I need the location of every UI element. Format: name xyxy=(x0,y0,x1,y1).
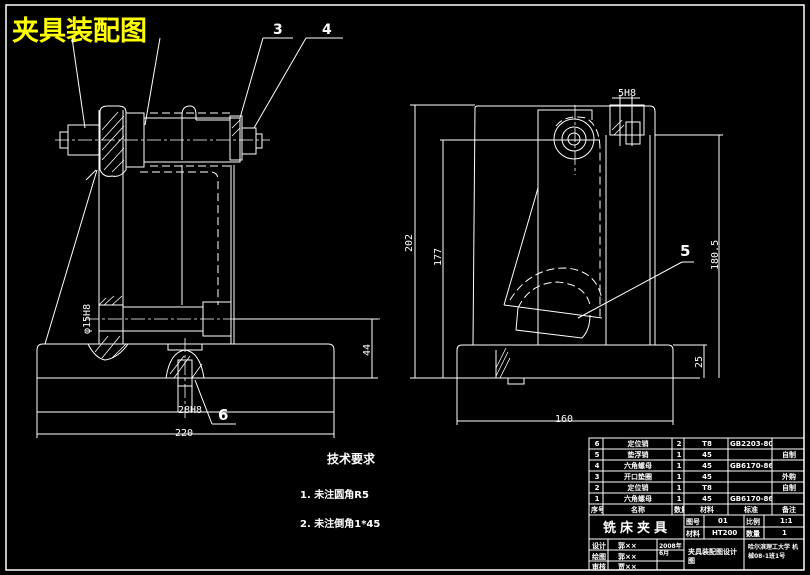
bom-cell-note: 自制 xyxy=(782,484,796,492)
date-design: 2008年 xyxy=(659,543,682,550)
drawing-title: 夹具装配图 xyxy=(12,16,147,47)
bom-cell-note: 备注 xyxy=(782,506,796,514)
bom-cell-material: 45 xyxy=(702,451,712,459)
bom-cell-qty: 1 xyxy=(676,451,682,459)
bom-cell-name: 六角螺母 xyxy=(624,462,652,470)
drawing-no-label: 图号 xyxy=(686,518,700,526)
balloon-5: 5 xyxy=(680,242,690,260)
bom-cell-no: 6 xyxy=(594,440,600,448)
bom-cell-note: 自制 xyxy=(782,451,796,459)
school-name: 哈尔滨理工大学 机械08-1班1号 xyxy=(748,544,799,560)
name-draw: 郭×× xyxy=(618,553,637,561)
bom-cell-material: T8 xyxy=(702,440,712,448)
bom-cell-name: 六角螺母 xyxy=(624,495,652,503)
dim-202: 202 xyxy=(404,234,415,252)
role-review: 审核 xyxy=(592,563,606,571)
front-view-leaders xyxy=(71,37,343,425)
role-draw: 绘图 xyxy=(592,553,606,561)
bom-cell-material: 45 xyxy=(702,462,712,470)
bom-cell-qty: 数量 xyxy=(674,506,684,514)
title-block xyxy=(588,437,805,571)
material-value: HT200 xyxy=(712,529,738,537)
bom-cell-material: 45 xyxy=(702,473,712,481)
dim-160: 160 xyxy=(555,414,573,425)
material-label: 材料 xyxy=(686,530,700,538)
bom-cell-std: GB6170-86 xyxy=(730,495,772,503)
dim-180-5: 180.5 xyxy=(710,240,721,270)
qty-label: 数量 xyxy=(746,530,760,538)
tech-req-heading: 技术要求 xyxy=(327,451,376,466)
bom-cell-qty: 1 xyxy=(676,462,682,470)
bom-cell-qty: 1 xyxy=(676,484,682,492)
dim-28: 28H8 xyxy=(178,405,202,416)
role-design: 设计 xyxy=(592,542,606,550)
bom-cell-no: 1 xyxy=(594,495,600,503)
dim-5: 5H8 xyxy=(618,88,636,99)
bom-cell-material: T8 xyxy=(702,484,712,492)
balloon-4: 4 xyxy=(322,22,332,38)
drawing-no: 01 xyxy=(718,517,728,525)
balloon-3: 3 xyxy=(273,22,283,38)
bom-cell-material: 45 xyxy=(702,495,712,503)
project-name: 夹具装配图设计图 xyxy=(688,548,737,565)
bom-cell-name: 定位销 xyxy=(627,484,649,492)
bom-cell-std: GB2203-80 xyxy=(730,440,772,448)
tech-req-item-1: 1. 未注圆角R5 xyxy=(300,488,369,501)
name-design: 郭×× xyxy=(618,542,637,550)
scale-value: 1:1 xyxy=(780,517,793,525)
balloon-6: 6 xyxy=(218,406,228,424)
part-name: 铣床夹具 xyxy=(602,521,671,536)
bom-cell-name: 开口垫圈 xyxy=(624,473,652,481)
bom-cell-name: 名称 xyxy=(631,506,645,514)
bom-cell-no: 2 xyxy=(594,484,600,492)
dim-220: 220 xyxy=(175,428,193,439)
bom-cell-no: 5 xyxy=(594,451,600,459)
side-view xyxy=(456,96,700,385)
dim-177: 177 xyxy=(433,248,444,266)
bom-cell-no: 3 xyxy=(594,473,600,481)
bom-cell-material: 材料 xyxy=(700,506,714,514)
bom-cell-qty: 1 xyxy=(676,473,682,481)
bom-cell-std: 标准 xyxy=(744,506,758,514)
bom-cell-qty: 2 xyxy=(676,440,682,448)
drawing-frame xyxy=(5,4,805,571)
bom-cell-no: 序号 xyxy=(591,506,603,514)
bom-cell-name: 定位销 xyxy=(627,440,649,448)
dim-phi15: φ15H8 xyxy=(82,304,93,334)
bom-cell-no: 4 xyxy=(594,462,600,470)
side-view-dimensions xyxy=(410,97,723,425)
tech-req-item-2: 2. 未注倒角1*45 xyxy=(300,517,380,530)
date-draw: 6月 xyxy=(659,550,670,557)
bom-cell-note: 外购 xyxy=(782,473,796,481)
name-review: 贾×× xyxy=(618,563,637,571)
bom-cell-name: 垫浮销 xyxy=(627,451,649,459)
dim-44: 44 xyxy=(362,344,373,356)
base-plate-top xyxy=(36,343,335,379)
qty-value: 1 xyxy=(782,529,787,537)
dim-25: 25 xyxy=(694,356,705,368)
scale-label: 比例 xyxy=(746,518,760,526)
bom-cell-qty: 1 xyxy=(676,495,682,503)
front-view-dimensions xyxy=(36,318,378,438)
bom-cell-std: GB6170-86 xyxy=(730,462,772,470)
front-view xyxy=(36,105,380,418)
